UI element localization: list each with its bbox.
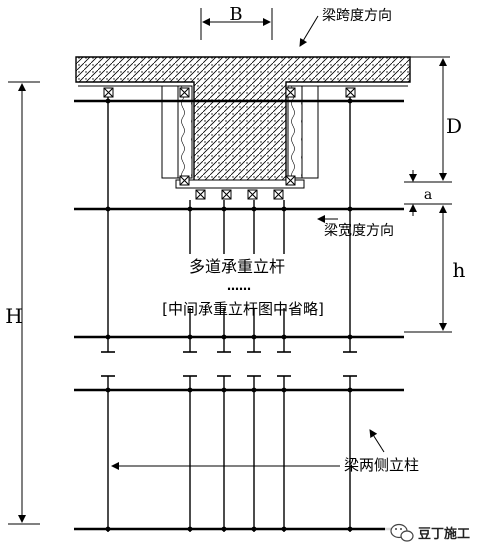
concrete-slab-and-beam (75, 56, 411, 183)
beam-side-formwork-right (287, 85, 319, 179)
dimension-d-a-h (404, 56, 452, 333)
label-b: B (229, 4, 242, 25)
label-a: a (424, 187, 432, 203)
label-span-direction: 梁跨度方向 (322, 8, 392, 24)
purlin-blocks (103, 87, 356, 200)
dimension-h-total (8, 81, 40, 525)
label-h: h (453, 258, 466, 282)
beam-bottom-formwork (175, 179, 305, 189)
span-direction-pointer (299, 15, 319, 47)
post-splices (101, 351, 357, 377)
label-omitted-note: [中间承重立杆图中省略] (162, 300, 324, 318)
label-multi-posts: 多道承重立杆 (189, 257, 285, 276)
label-side-posts: 梁两侧立柱 (344, 456, 419, 474)
watermark-text: 豆丁施工 (418, 526, 470, 542)
label-width-direction: 梁宽度方向 (324, 222, 394, 239)
joint-nodes (105, 98, 353, 532)
wechat-logo-icon (390, 523, 414, 542)
beam-side-formwork-left (161, 85, 193, 179)
label-h-total: H (5, 304, 22, 328)
label-d: D (446, 114, 462, 138)
watermark: 豆丁施工 (385, 518, 476, 546)
side-posts-pointer (111, 429, 385, 470)
dimension-b (200, 8, 273, 40)
label-dots: …… (227, 279, 251, 293)
vertical-posts (107, 97, 351, 532)
